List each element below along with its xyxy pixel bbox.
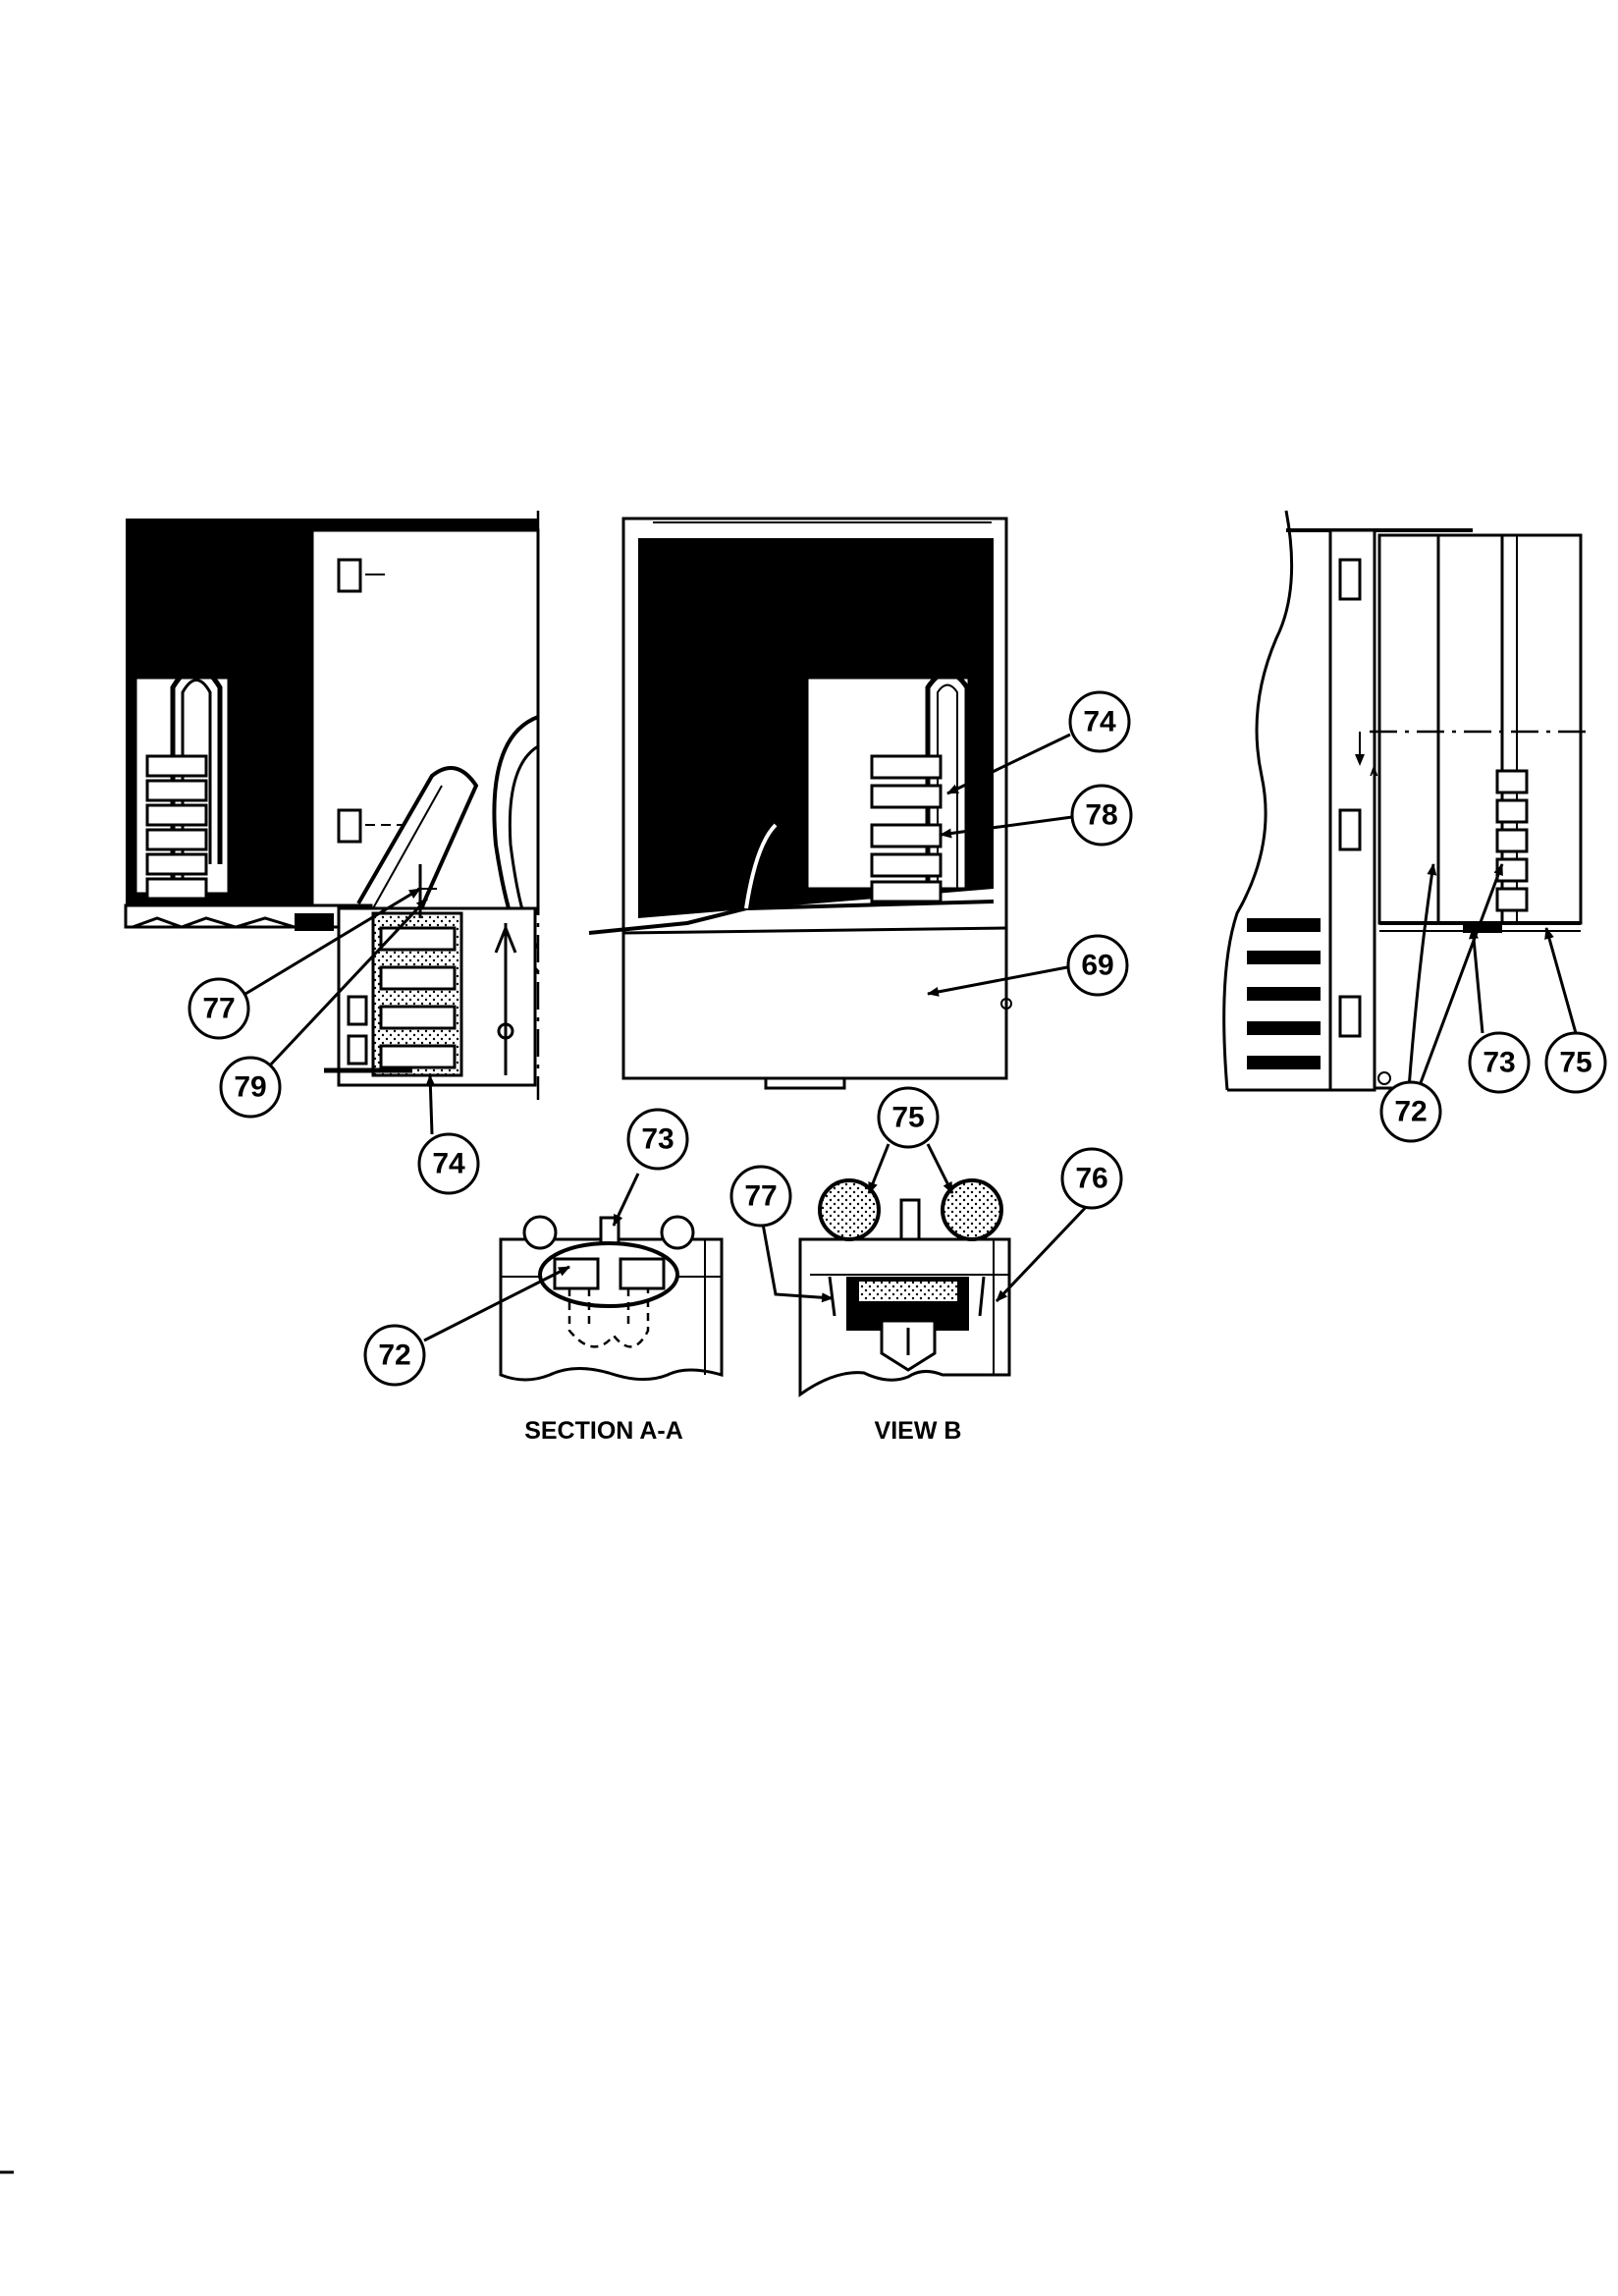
left-view-drawing [124, 511, 540, 1100]
svg-text:72: 72 [378, 1339, 410, 1372]
callout-left-79: 79 [219, 1056, 282, 1119]
svg-text:73: 73 [1483, 1047, 1515, 1079]
svg-text:75: 75 [1559, 1047, 1591, 1079]
right-view-drawing [1222, 510, 1591, 1092]
view-b-drawing [798, 1178, 1011, 1397]
section-marker-a: A [1370, 765, 1378, 779]
callout-right-73: 73 [1468, 1031, 1531, 1094]
svg-text:75: 75 [891, 1102, 924, 1134]
svg-text:76: 76 [1075, 1163, 1107, 1195]
callout-section-72: 72 [363, 1324, 426, 1387]
callout-mid-74: 74 [1068, 690, 1131, 753]
callout-left-74: 74 [417, 1132, 480, 1195]
section-a-a-caption: SECTION A-A [524, 1417, 683, 1445]
svg-text:69: 69 [1081, 950, 1113, 982]
callout-mid-69: 69 [1066, 934, 1129, 997]
callout-view-75: 75 [877, 1086, 940, 1149]
callout-view-77: 77 [729, 1165, 792, 1228]
callout-right-72: 72 [1379, 1080, 1442, 1143]
callout-right-75: 75 [1544, 1031, 1607, 1094]
svg-text:77: 77 [744, 1180, 777, 1213]
svg-text:74: 74 [432, 1148, 465, 1180]
callout-left-77: 77 [188, 977, 250, 1040]
callout-view-76: 76 [1060, 1147, 1123, 1210]
section-a-a-drawing [499, 1215, 724, 1382]
middle-view-drawing [588, 517, 1012, 1090]
svg-text:77: 77 [202, 993, 235, 1025]
svg-text:73: 73 [641, 1123, 674, 1156]
callout-mid-78: 78 [1070, 784, 1133, 847]
svg-text:79: 79 [234, 1071, 266, 1104]
view-b-caption: VIEW B [875, 1417, 962, 1445]
callout-section-73: 73 [626, 1108, 689, 1171]
svg-text:72: 72 [1394, 1096, 1427, 1128]
leader-lines [244, 733, 1578, 1342]
svg-text:74: 74 [1083, 706, 1116, 738]
svg-text:78: 78 [1085, 799, 1117, 832]
